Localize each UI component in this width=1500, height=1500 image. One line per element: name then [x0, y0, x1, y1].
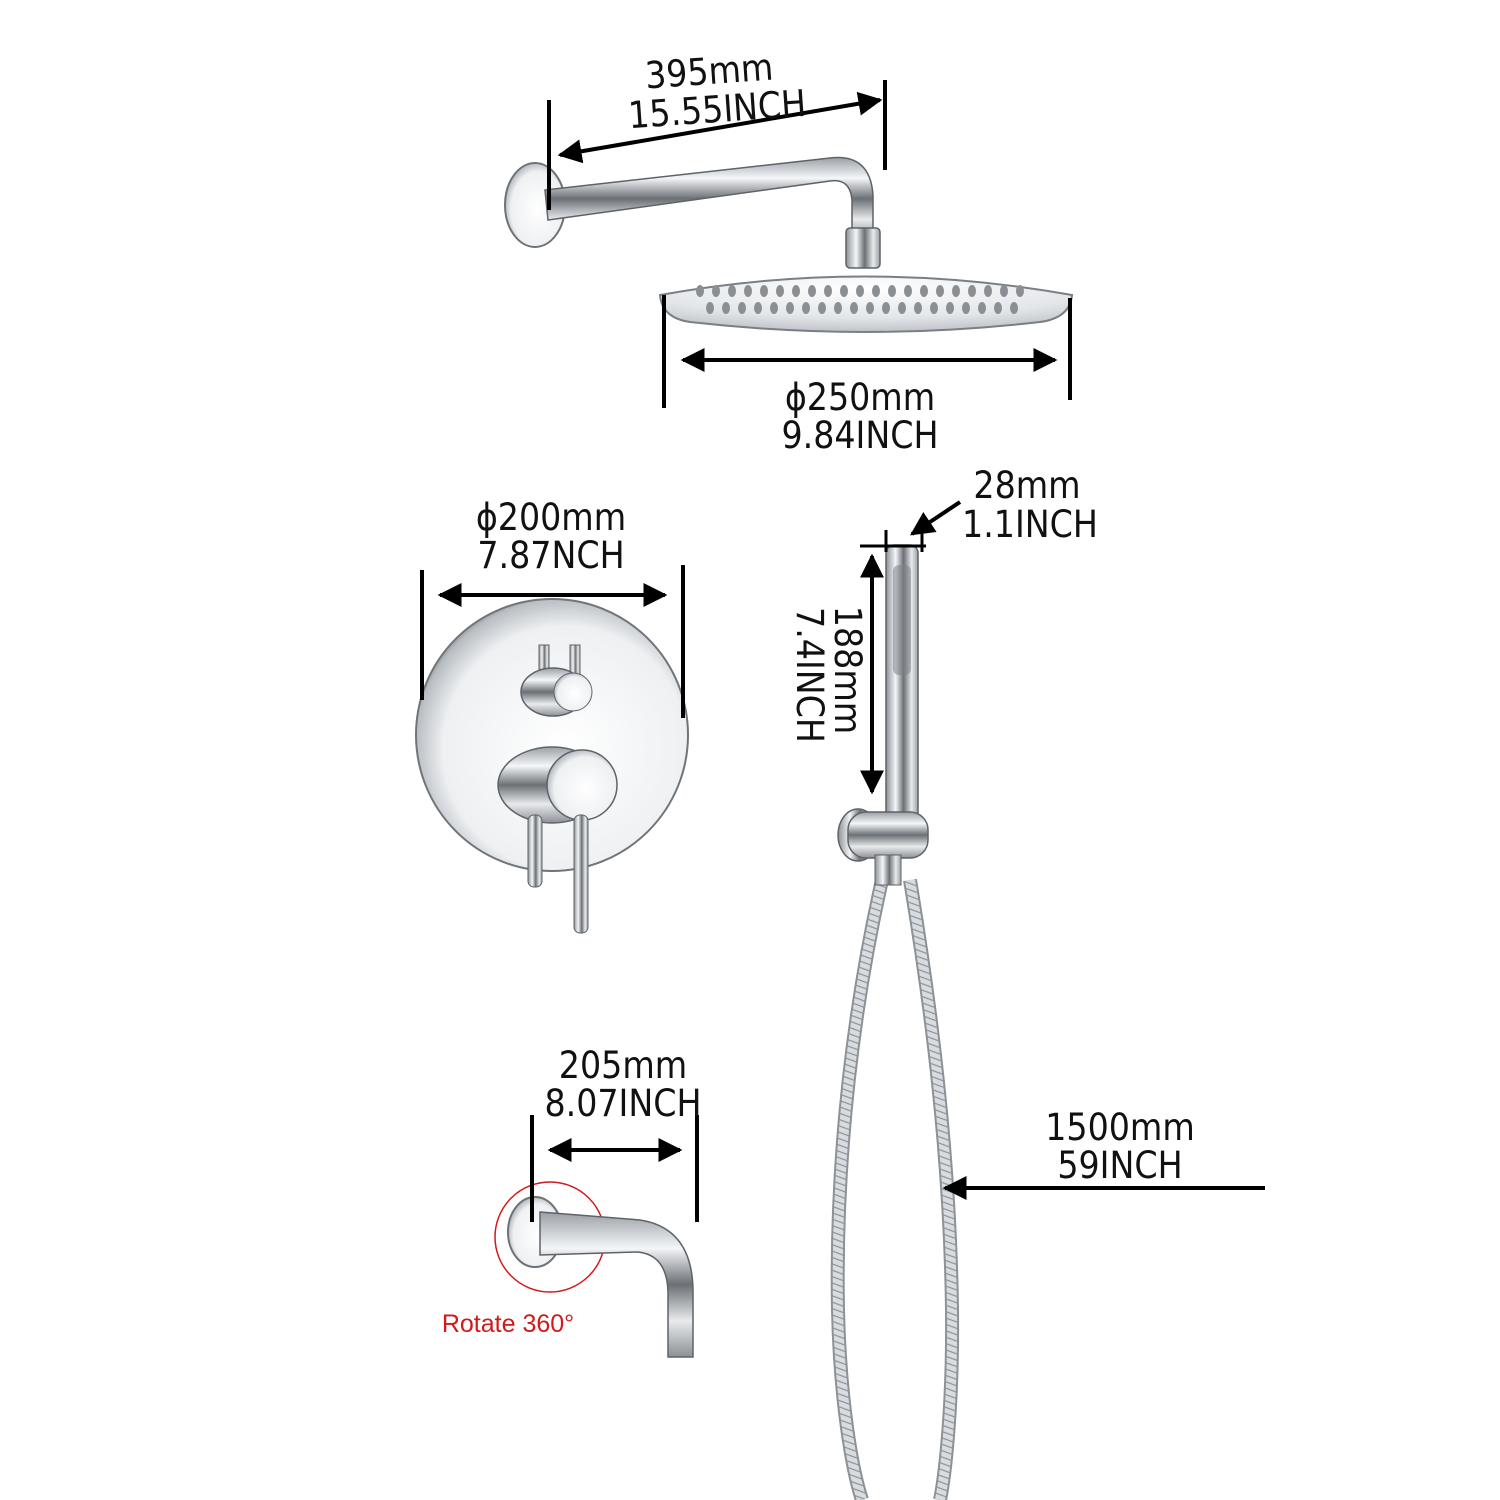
spout-length-inch: 8.07INCH — [544, 1082, 701, 1125]
nozzle-dot — [888, 285, 896, 297]
valve-plate-diameter-mm: ϕ200mm — [476, 496, 626, 539]
shower-hose-right-core — [905, 879, 958, 1500]
hose-length-inch: 59INCH — [1057, 1144, 1182, 1187]
nozzle-dot — [786, 302, 794, 314]
nozzle-dot — [904, 285, 912, 297]
nozzle-dot — [994, 302, 1002, 314]
rotate-note: Rotate 360° — [442, 1310, 574, 1338]
nozzle-dot — [824, 285, 832, 297]
mixer-lever-right — [573, 814, 589, 934]
holder-bracket — [847, 811, 929, 859]
rain-head-diameter-mm: ϕ250mm — [785, 376, 935, 419]
hand-shower-grip — [893, 565, 911, 675]
nozzle-dot — [818, 302, 826, 314]
hose-nut — [874, 854, 902, 886]
nozzle-dot — [946, 302, 954, 314]
tub-spout — [539, 1211, 694, 1358]
nozzle-dot — [712, 285, 720, 297]
mixer-lever-left — [527, 814, 543, 888]
hand-shower-length-inch: 7.4INCH — [788, 607, 831, 743]
nozzle-dot — [696, 285, 704, 297]
nozzle-dot — [776, 285, 784, 297]
shower-arm-group — [504, 156, 1074, 333]
nozzle-dot — [744, 285, 752, 297]
nozzle-dot — [962, 302, 970, 314]
nozzle-dot — [1000, 285, 1008, 297]
nozzle-dot — [898, 302, 906, 314]
nozzle-dot — [872, 285, 880, 297]
arm-connector — [845, 227, 881, 269]
rain-shower-head — [658, 275, 1074, 333]
nozzle-dot — [760, 285, 768, 297]
nozzle-dot — [808, 285, 816, 297]
nozzle-dot — [738, 302, 746, 314]
nozzle-dot — [920, 285, 928, 297]
nozzle-dot — [914, 302, 922, 314]
hand-shower-diameter-mm: 28mm — [973, 464, 1080, 507]
nozzle-dot — [936, 285, 944, 297]
hand-shower-group — [830, 544, 960, 1500]
hand-shower-diameter-dimension: 28mm 1.1INCH — [860, 464, 1098, 552]
arm-length-dimension: 395mm 15.55INCH — [547, 46, 887, 210]
nozzle-dot — [952, 285, 960, 297]
nozzle-dot — [984, 285, 992, 297]
nozzle-dot — [850, 302, 858, 314]
nozzle-dot — [792, 285, 800, 297]
nozzle-dot — [834, 302, 842, 314]
nozzle-dot — [930, 302, 938, 314]
nozzle-dot — [968, 285, 976, 297]
nozzle-dot — [882, 302, 890, 314]
shower-arm — [544, 156, 874, 241]
valve-trim-plate — [415, 598, 689, 872]
nozzle-dot — [722, 302, 730, 314]
nozzle-dot — [770, 302, 778, 314]
valve-plate-diameter-inch: 7.87NCH — [477, 534, 624, 577]
shower-hose-left-core — [832, 878, 887, 1500]
tub-spout-group: Rotate 360° — [442, 1181, 694, 1358]
hose-length-dimension: 1500mm 59INCH — [942, 1106, 1265, 1200]
spout-length-dimension: 205mm 8.07INCH — [530, 1044, 702, 1222]
hand-shower-diameter-inch: 1.1INCH — [962, 503, 1098, 546]
arm-length-mm: 395mm — [644, 46, 775, 98]
hand-shower-length-dimension: 188mm 7.4INCH — [788, 553, 884, 795]
nozzle-dot — [840, 285, 848, 297]
nozzle-dot — [1016, 285, 1024, 297]
rain-head-diameter-dimension: ϕ250mm 9.84INCH — [662, 295, 1072, 457]
dim-arrow — [557, 91, 883, 164]
nozzle-dot — [706, 302, 714, 314]
hose-length-mm: 1500mm — [1045, 1106, 1195, 1149]
diverter-knob-cap — [553, 672, 593, 712]
hand-shower-length-mm: 188mm — [826, 606, 869, 734]
dim-pointer — [910, 500, 962, 536]
nozzle-dot — [728, 285, 736, 297]
valve-plate-group — [415, 598, 689, 934]
rain-head-nozzles — [696, 285, 1024, 314]
valve-plate-diameter-dimension: ϕ200mm 7.87NCH — [420, 496, 685, 718]
nozzle-dot — [856, 285, 864, 297]
nozzle-dot — [866, 302, 874, 314]
nozzle-dot — [802, 302, 810, 314]
nozzle-dot — [978, 302, 986, 314]
mixer-cap — [546, 749, 618, 821]
spout-length-mm: 205mm — [559, 1044, 687, 1087]
rain-head-diameter-inch: 9.84INCH — [781, 414, 938, 457]
nozzle-dot — [1010, 302, 1018, 314]
nozzle-dot — [754, 302, 762, 314]
